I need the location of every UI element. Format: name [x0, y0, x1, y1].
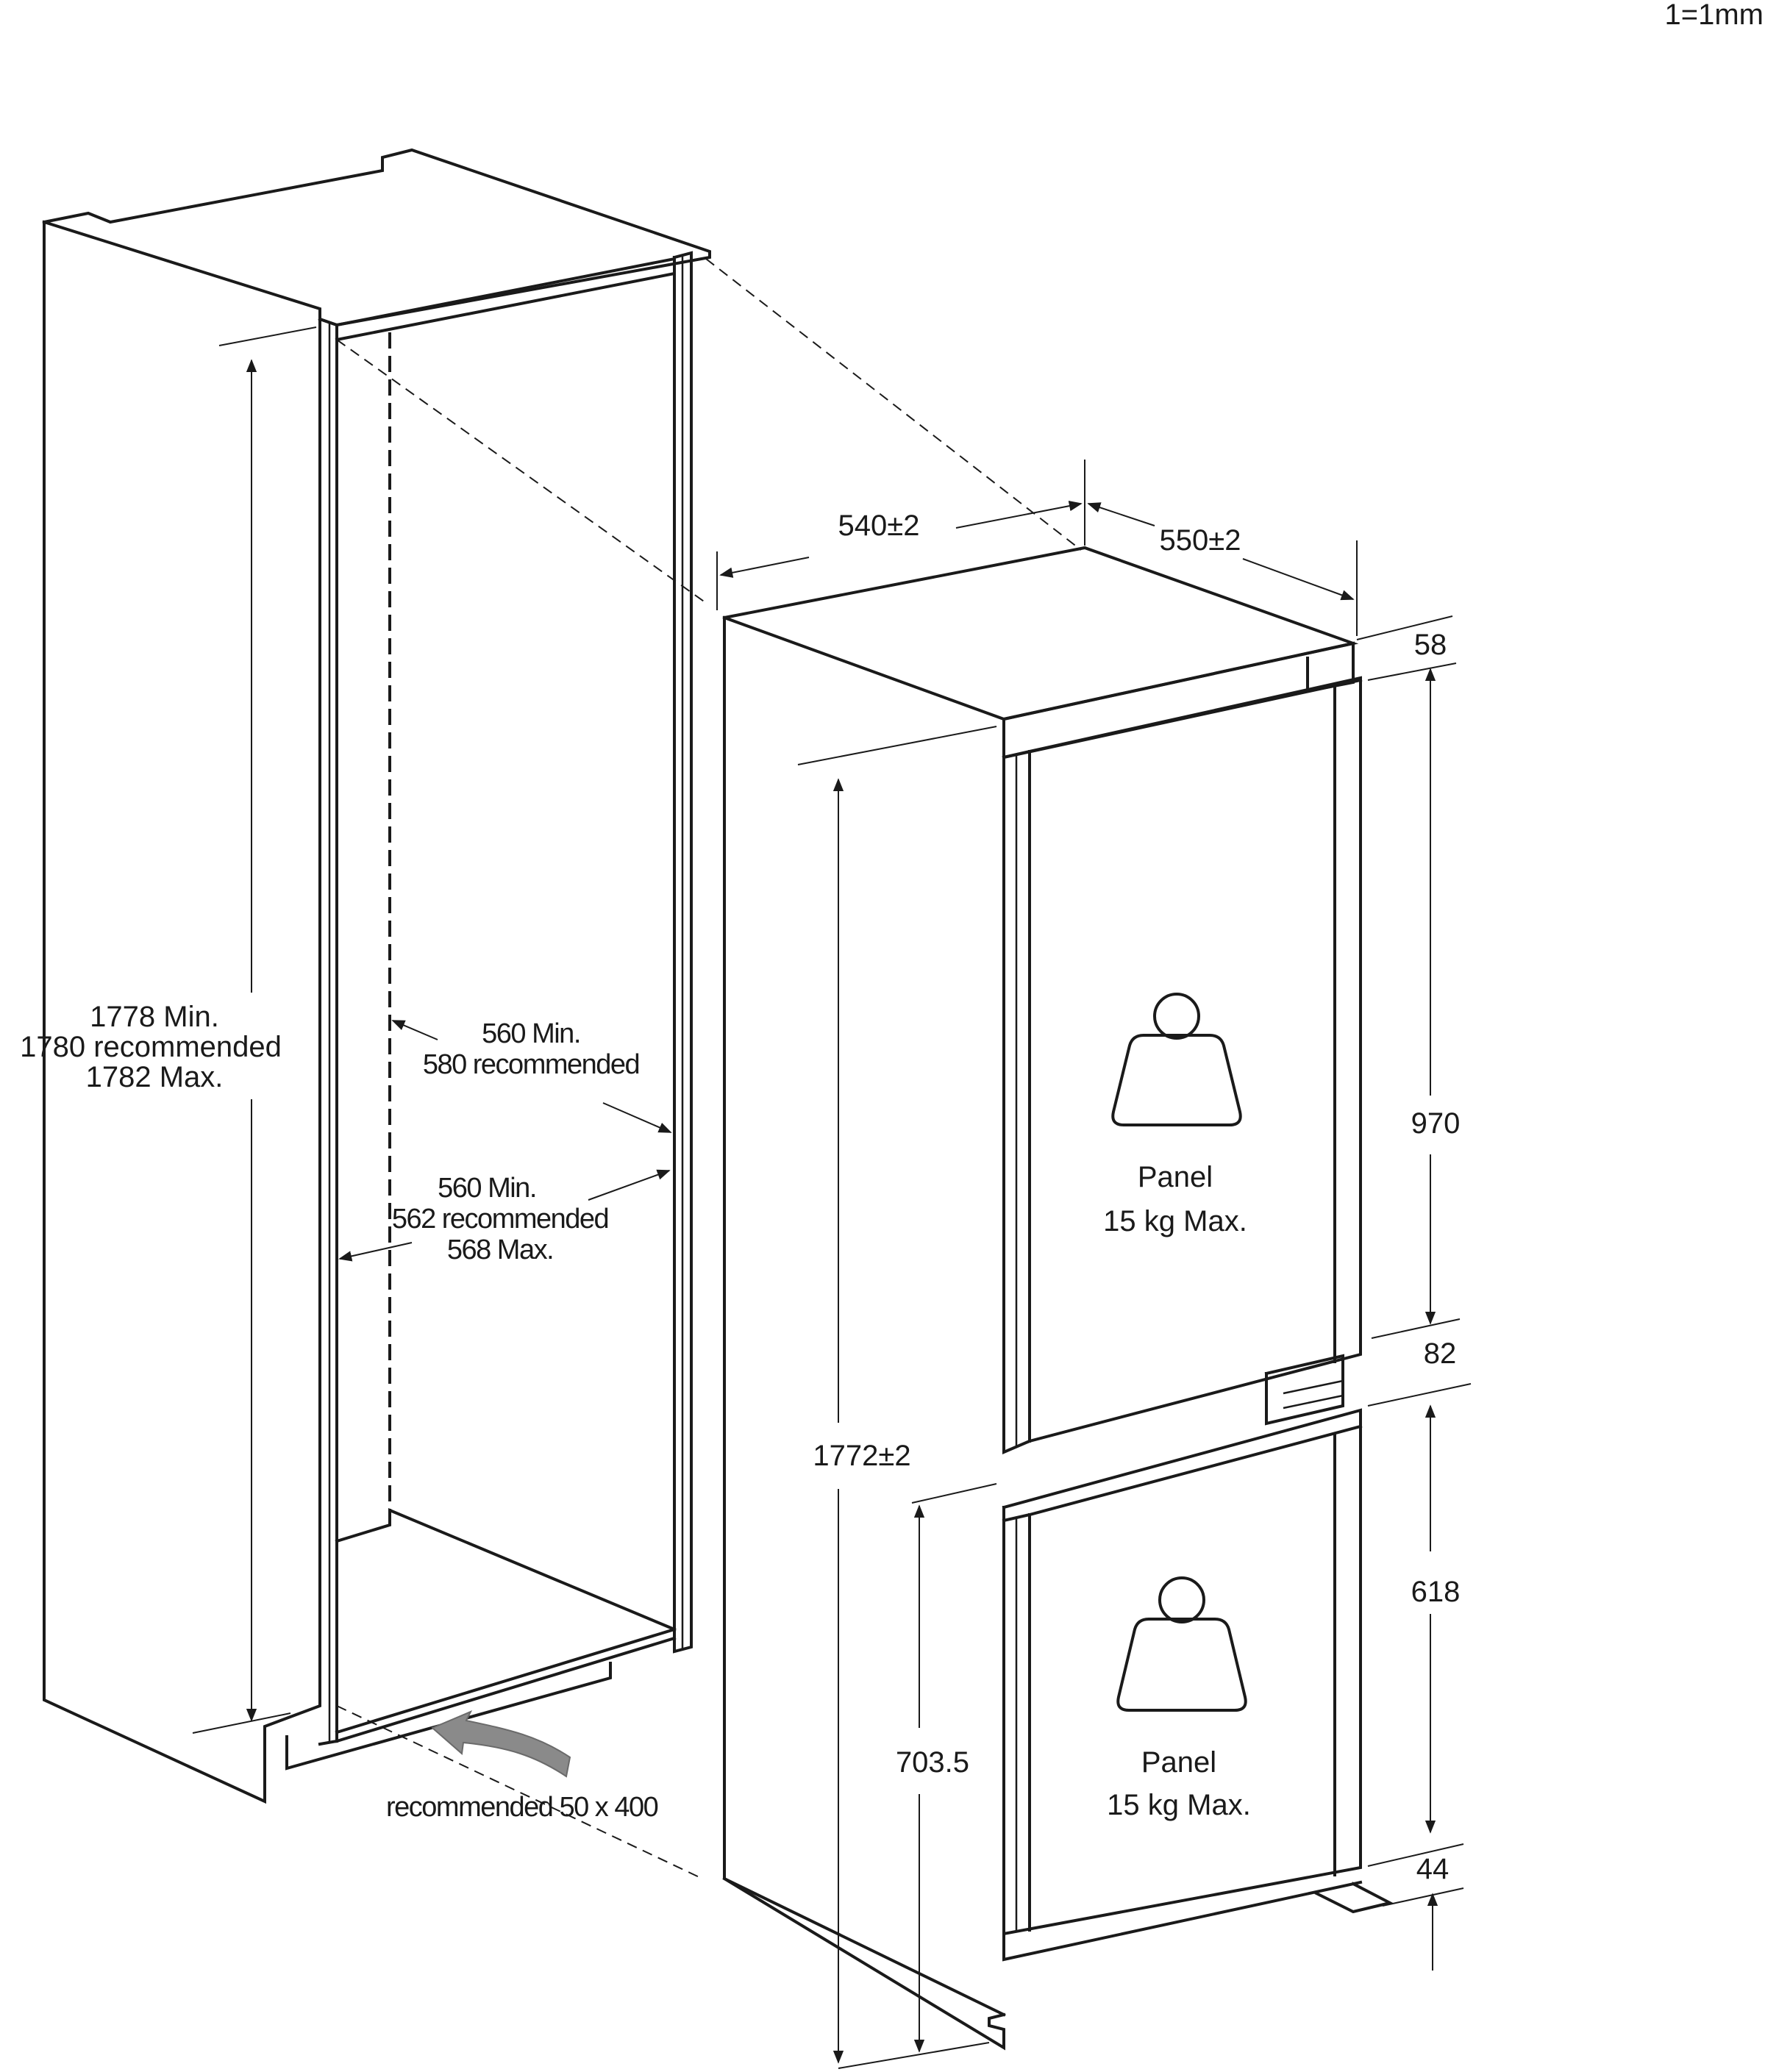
- appliance-depth: 550±2: [1160, 524, 1241, 557]
- niche-width-recommended: 562 recommended: [392, 1204, 608, 1235]
- upper-panel-label: Panel: [1138, 1161, 1213, 1193]
- middle-gap: 82: [1424, 1337, 1457, 1370]
- lower-panel-weight: 15 kg Max.: [1107, 1789, 1251, 1821]
- appliance-height: 1772±2: [813, 1440, 910, 1472]
- appliance-depth-dimension: 550±2: [1087, 502, 1358, 636]
- airflow-arrow-icon: [431, 1710, 571, 1778]
- niche-width-dimension: 560 Min. 562 recommended 568 Max.: [338, 1169, 671, 1265]
- ventilation-indicator: recommended 50 x 400: [386, 1710, 659, 1823]
- upper-panel-note: Panel 15 kg Max.: [1103, 993, 1247, 1237]
- niche-depth-min: 560 Min.: [482, 1018, 580, 1049]
- lower-height-dimension: 703.5: [896, 1483, 997, 2053]
- weight-icon: [1111, 993, 1242, 1126]
- niche-cabinet: [42, 148, 1082, 1879]
- niche-height-dimension: 1778 Min. 1780 recommended 1782 Max.: [20, 326, 317, 1734]
- upper-door-height: 970: [1411, 1107, 1461, 1140]
- lower-panel-note: Panel 15 kg Max.: [1107, 1576, 1251, 1821]
- appliance-width-dimension: 540±2: [716, 460, 1085, 610]
- appliance-height-dimension: 1772±2: [797, 726, 997, 2069]
- lower-panel-label: Panel: [1141, 1746, 1216, 1779]
- scale-note: 1=1mm: [1665, 0, 1764, 31]
- top-gap: 58: [1414, 629, 1447, 661]
- lower-height: 703.5: [896, 1746, 969, 1779]
- door-stack-dimensions: 58 970 82 618 44: [1356, 615, 1472, 1971]
- niche-height-min: 1778 Min.: [90, 1001, 219, 1033]
- lower-door-height: 618: [1411, 1576, 1461, 1608]
- ventilation-label: recommended 50 x 400: [386, 1792, 658, 1823]
- niche-width-min: 560 Min.: [438, 1173, 536, 1204]
- niche-width-max: 568 Max.: [447, 1235, 553, 1265]
- niche-depth-dimension: 560 Min. 580 recommended: [391, 1018, 672, 1133]
- weight-icon: [1116, 1576, 1247, 1712]
- bottom-gap: 44: [1416, 1853, 1450, 1885]
- niche-height-max: 1782 Max.: [86, 1061, 224, 1093]
- niche-height-recommended: 1780 recommended: [20, 1031, 282, 1063]
- appliance-body: [722, 546, 1394, 2051]
- upper-panel-weight: 15 kg Max.: [1103, 1205, 1247, 1237]
- appliance-width: 540±2: [838, 510, 920, 542]
- niche-depth-recommended: 580 recommended: [423, 1049, 639, 1080]
